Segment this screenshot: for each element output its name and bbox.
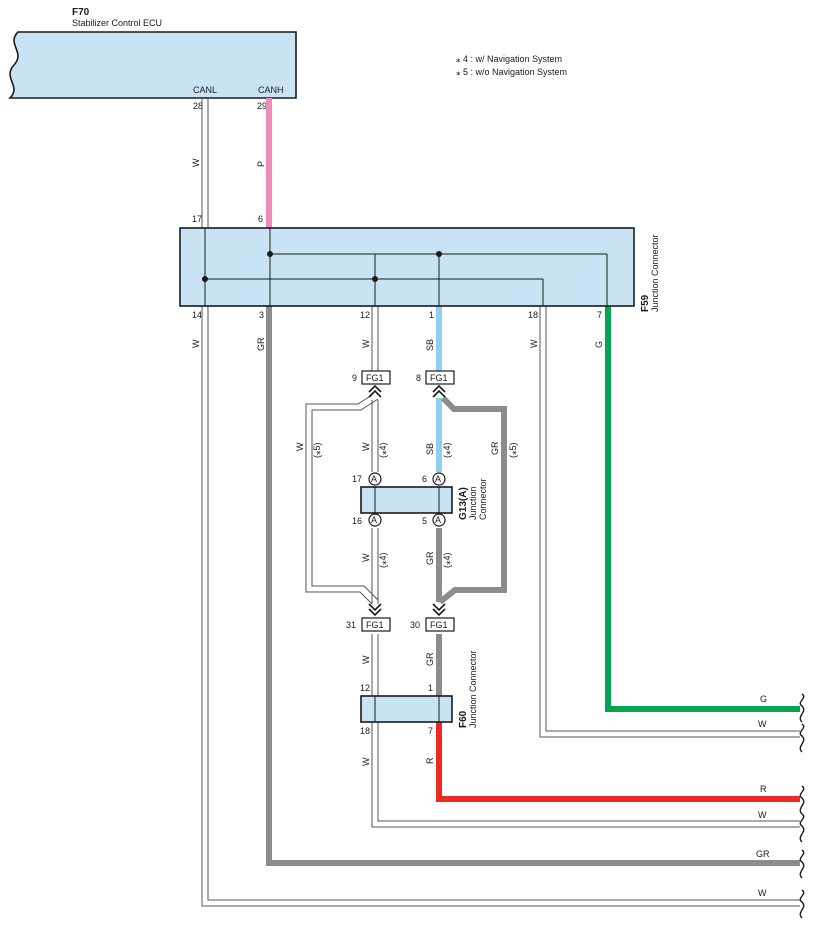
f60-pin-12: 12 xyxy=(360,683,370,693)
g13-name-1: Junction xyxy=(468,486,478,520)
out-label-w-3: W xyxy=(758,888,767,898)
wlabel-w-bypass: W xyxy=(295,442,305,451)
wlabel-n4-left-upper: (⁎4) xyxy=(378,442,388,458)
f59-name: Junction Connector xyxy=(650,234,660,312)
fg1-bottom-left: FG1 xyxy=(361,617,391,632)
wlabel-w-14: W xyxy=(191,339,201,348)
f59-id: F59 xyxy=(640,294,651,312)
wlabel-w-18: W xyxy=(529,339,539,348)
g13-pin-16: 16 xyxy=(352,516,362,526)
wlabel-w-lower: W xyxy=(361,553,371,562)
ecu-box xyxy=(8,31,297,99)
g13-box xyxy=(360,486,453,514)
wlabel-sb-upper: SB xyxy=(425,443,435,455)
g13-id: G13(A) xyxy=(458,487,469,520)
wlabel-gr-fg30: GR xyxy=(425,652,435,666)
f59-pin-17: 17 xyxy=(192,214,202,224)
wlabel-gr-3: GR xyxy=(256,337,266,351)
f60-pin-7: 7 xyxy=(428,726,433,736)
f59-pin-1: 1 xyxy=(429,310,434,320)
g13-pin-17: 17 xyxy=(352,474,362,484)
out-label-r: R xyxy=(760,784,767,794)
wlabel-g-7: G xyxy=(594,341,604,348)
fg1-label-8: FG1 xyxy=(430,373,448,383)
g13-name-2: Connector xyxy=(478,478,488,520)
note-4: ⁎ 4 : w/ Navigation System xyxy=(456,54,562,64)
out-label-gr: GR xyxy=(756,849,770,859)
f60-pin-1: 1 xyxy=(428,683,433,693)
fg1-label-30: FG1 xyxy=(430,620,448,630)
wlabel-r: R xyxy=(425,757,435,764)
output-labels: G W R W GR W xyxy=(756,694,770,898)
wlabel-n5-right: (⁎5) xyxy=(508,442,518,458)
fg1-pin-9: 9 xyxy=(352,373,357,383)
note-5: ⁎ 5 : w/o Navigation System xyxy=(456,67,567,77)
wire-green xyxy=(605,306,800,712)
wlabel-gr-lower: GR xyxy=(425,551,435,565)
ecu-canh-label: CANH xyxy=(258,85,284,95)
fg1-top-left: FG1 xyxy=(361,370,391,385)
f60-pin-18: 18 xyxy=(360,726,370,736)
wlabel-p: P xyxy=(256,161,266,167)
fg1-top-right: FG1 xyxy=(425,370,455,385)
fg1-pin-30: 30 xyxy=(410,620,420,630)
g13-pin-6: 6 xyxy=(422,474,427,484)
g13-marker-a-4: A xyxy=(435,515,441,525)
wlabel-w-canl: W xyxy=(191,158,201,167)
wire-red xyxy=(436,722,800,802)
g13-pin-markers xyxy=(368,472,446,527)
f60-name: Junction Connector xyxy=(468,650,478,728)
f59-pin-14: 14 xyxy=(192,310,202,320)
wlabel-w-upper: W xyxy=(361,442,371,451)
wlabel-w-f60-18: W xyxy=(361,757,371,766)
wire-gray-gr-main xyxy=(266,306,800,866)
wlabel-sb-1: SB xyxy=(425,339,435,351)
f60-box xyxy=(360,695,453,723)
wlabel-w-12: W xyxy=(361,339,371,348)
ecu-id: F70 xyxy=(72,7,90,18)
fg1-pin-8: 8 xyxy=(416,373,421,383)
ecu-name: Stabilizer Control ECU xyxy=(72,18,162,28)
f59-box xyxy=(179,227,635,307)
out-label-w-1: W xyxy=(758,719,767,729)
chevron-up-icon xyxy=(368,384,446,398)
fg1-pin-31: 31 xyxy=(346,620,356,630)
break-marks xyxy=(799,693,805,919)
f59-pin-18: 18 xyxy=(528,310,538,320)
g13-marker-a-3: A xyxy=(371,515,377,525)
out-label-w-2: W xyxy=(758,810,767,820)
out-label-g: G xyxy=(760,694,767,704)
g13-marker-a-1: A xyxy=(371,474,377,484)
chevron-down-icon xyxy=(368,603,446,617)
g13-pin-5: 5 xyxy=(422,516,427,526)
fg1-bottom-right: FG1 xyxy=(425,617,455,632)
ecu-pin-28: 28 xyxy=(193,101,203,111)
f60-id: F60 xyxy=(458,710,469,728)
wire-gray-bypass xyxy=(438,395,507,605)
wlabel-n5-left: (⁎5) xyxy=(312,442,322,458)
f59-pin-3: 3 xyxy=(259,310,264,320)
wlabel-n4-right-lower: (⁎4) xyxy=(442,552,452,568)
white-wires xyxy=(201,98,800,907)
wlabel-n4-right-upper: (⁎4) xyxy=(442,442,452,458)
f59-pin-6: 6 xyxy=(258,214,263,224)
f59-pin-7: 7 xyxy=(597,310,602,320)
wlabel-w-fg31: W xyxy=(361,655,371,664)
ecu-pin-29: 29 xyxy=(257,101,267,111)
fg1-label-31: FG1 xyxy=(366,620,384,630)
wlabel-gr-bypass: GR xyxy=(490,441,500,455)
f59-pin-12: 12 xyxy=(360,310,370,320)
ecu-canl-label: CANL xyxy=(193,85,217,95)
f59-junction-dots xyxy=(202,251,442,282)
wlabel-n4-left-lower: (⁎4) xyxy=(378,552,388,568)
wire-labels: W P W GR W SB W G W (⁎5) W (⁎4) SB (⁎4) … xyxy=(191,158,604,766)
g13-marker-a-2: A xyxy=(435,474,441,484)
fg1-label-9: FG1 xyxy=(366,373,384,383)
